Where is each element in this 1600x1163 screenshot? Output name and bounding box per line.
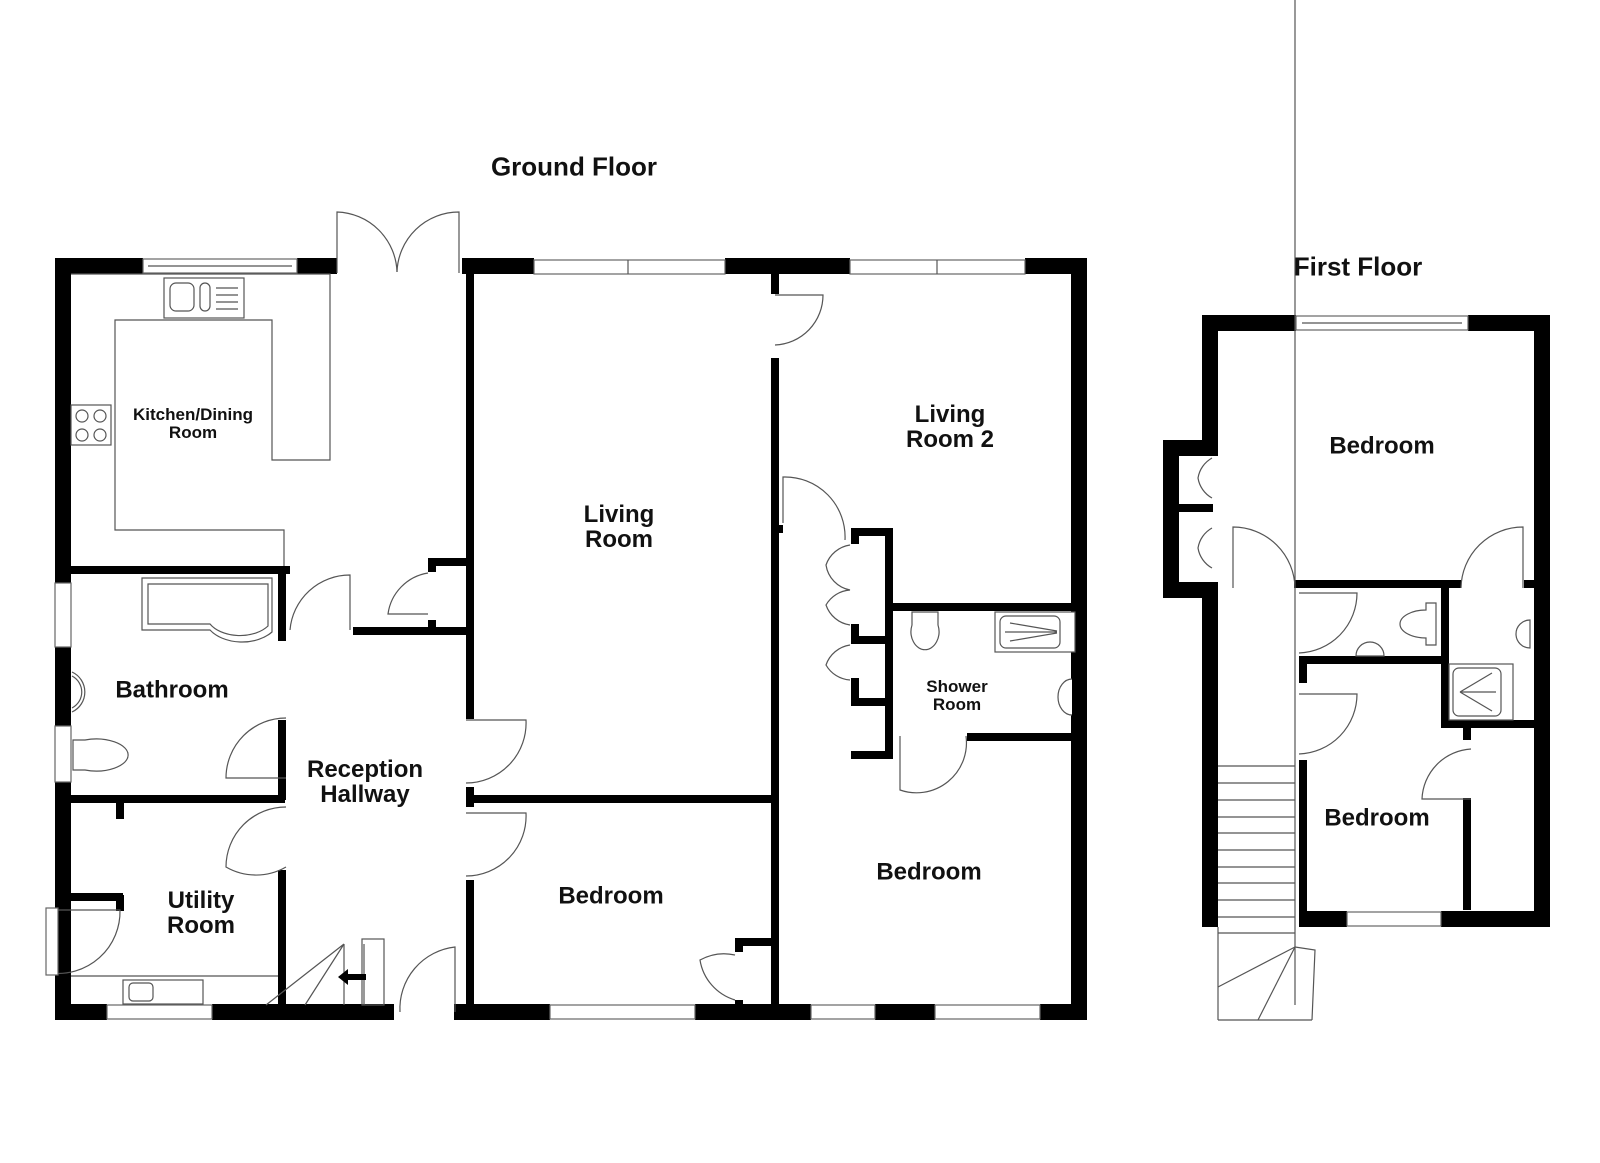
- room-label-utility-room: Utility Room: [167, 886, 235, 939]
- room-label-reception-hallway: Reception Hallway: [306, 755, 424, 808]
- first-floor-fixtures: [1217, 0, 1531, 1021]
- room-label-living-room-2: Living Room 2: [905, 400, 995, 453]
- basin-icon: [1355, 641, 1385, 657]
- first-floor-walls: [1163, 315, 1550, 927]
- bath-icon: [141, 577, 273, 643]
- room-label-kitchen-dining: Kitchen/Dining Room: [133, 405, 253, 442]
- ground-floor-doors: [45, 211, 968, 1013]
- toilet-icon: [910, 611, 940, 651]
- ground-floor-windows: [54, 258, 1041, 1020]
- room-label-first-floor-bedroom-main: Bedroom: [1329, 432, 1435, 460]
- ground-floor-title: Ground Floor: [490, 151, 658, 182]
- basin-icon: [1057, 678, 1073, 716]
- room-label-bathroom: Bathroom: [115, 676, 229, 704]
- stairs-arrow-icon: [338, 969, 366, 985]
- room-label-shower-room: Shower Room: [926, 677, 988, 714]
- room-label-first-floor-bedroom-small: Bedroom: [1324, 804, 1430, 832]
- first-floor-title: First Floor: [1293, 251, 1423, 282]
- room-label-living-room: Living Room: [583, 500, 655, 553]
- first-floor-windows: [1295, 315, 1469, 927]
- basin-icon: [1515, 619, 1531, 649]
- ground-floor-walls: [55, 258, 1087, 1020]
- toilet-icon: [1399, 602, 1437, 646]
- toilet-icon: [72, 738, 129, 772]
- ground-floor-fixtures: [70, 273, 1076, 1006]
- room-label-bedroom-rear: Bedroom: [876, 858, 982, 886]
- first-floor-doors: [1197, 457, 1524, 800]
- room-label-bedroom-front: Bedroom: [558, 882, 664, 910]
